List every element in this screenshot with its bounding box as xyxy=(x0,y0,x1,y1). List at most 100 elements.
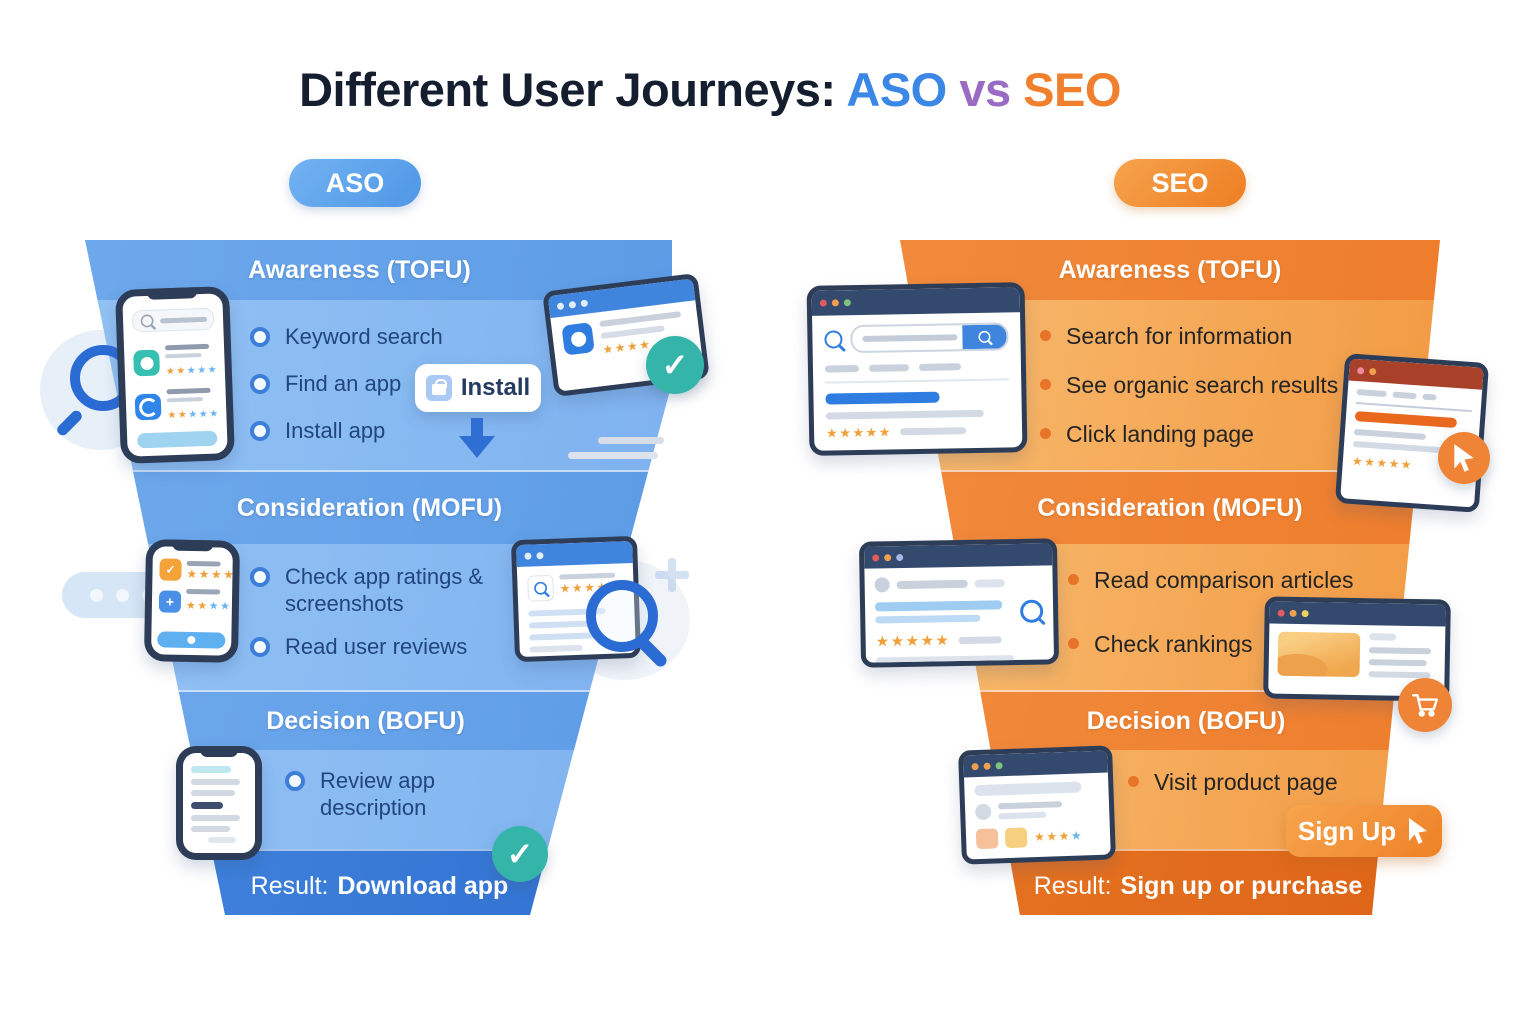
bullet-text: Search for information xyxy=(1066,323,1293,349)
bullet-icon xyxy=(250,567,270,587)
phone-mockup-ratings: ✓ ★★★★ + ★★★★ xyxy=(143,539,241,663)
bullet-text: Click landing page xyxy=(1066,421,1254,448)
stage-heading-text: Consideration (MOFU) xyxy=(1037,493,1303,522)
aso-badge: ASO xyxy=(289,159,421,207)
window-dot-icon xyxy=(524,552,532,560)
thumbnail xyxy=(1004,827,1028,849)
browser-mockup-serp: ★★★★★ xyxy=(806,282,1028,456)
bullet-icon xyxy=(250,327,270,347)
phone-notch xyxy=(146,287,198,300)
text-line xyxy=(825,409,985,420)
phone-mockup-search: ★★★★★ ★★★★★ xyxy=(114,286,236,464)
bullet-icon xyxy=(1040,379,1051,391)
phone-screen: ★★★★★ ★★★★★ xyxy=(122,293,228,457)
app-icon: + xyxy=(158,589,182,613)
decor-sparkle-icon xyxy=(655,558,689,592)
text-line xyxy=(191,790,235,796)
text-line xyxy=(899,427,967,436)
star-rating: ★★★ xyxy=(188,408,220,421)
app-result-row: ★★★★★ xyxy=(133,343,219,381)
sign-up-label: Sign Up xyxy=(1297,815,1397,846)
text-line xyxy=(166,387,211,395)
list-item: Search for information xyxy=(1040,322,1440,350)
stage-heading-text: Decision (BOFU) xyxy=(266,706,465,735)
list-item: Review app description xyxy=(285,768,465,822)
decor-line xyxy=(598,437,664,444)
headline-bar xyxy=(974,781,1082,797)
stage-heading-text: Awareness (TOFU) xyxy=(248,255,471,284)
cart-icon xyxy=(1398,678,1452,732)
text-line xyxy=(875,614,981,624)
search-icon xyxy=(140,314,154,328)
bullet-icon xyxy=(1040,428,1051,440)
star-rating: ★★★ xyxy=(186,364,219,377)
text-line xyxy=(868,364,910,372)
search-input xyxy=(850,322,1009,354)
star-rating: ★★ xyxy=(185,599,209,613)
check-glyph: ✓ xyxy=(661,347,689,383)
bullet-text: Review app description xyxy=(320,768,435,820)
star-rating: ★★ xyxy=(167,409,189,422)
ranking-row xyxy=(874,599,1044,626)
decor-line xyxy=(568,452,658,459)
text-line xyxy=(529,644,583,653)
check-icon: ✓ xyxy=(492,826,548,882)
window-dot-icon xyxy=(843,299,851,307)
seo-stage-decision-heading: Decision (BOFU) xyxy=(916,690,1440,750)
app-logo xyxy=(138,397,158,417)
window-dot-icon xyxy=(1368,367,1377,375)
browser-body xyxy=(1268,623,1445,686)
sign-up-button[interactable]: Sign Up xyxy=(1286,805,1442,857)
text-line xyxy=(998,811,1047,820)
stage-heading-text: Consideration (MOFU) xyxy=(236,493,503,522)
tabs-row xyxy=(1356,389,1473,403)
search-icon xyxy=(978,330,991,343)
text-line xyxy=(997,801,1063,810)
bullet-text: Install app xyxy=(285,417,386,443)
window-dot-icon xyxy=(995,761,1003,769)
text-line xyxy=(875,655,1014,665)
list-item: Read comparison articles xyxy=(1068,566,1440,594)
install-button[interactable]: Install xyxy=(415,364,541,412)
app-logo xyxy=(569,330,587,348)
browser-mockup-product: ★★★★ xyxy=(958,745,1116,865)
bullet-text: Read comparison articles xyxy=(1094,567,1354,593)
browser-body: ★★★★ xyxy=(964,773,1111,858)
result-label: Result: xyxy=(1033,871,1112,900)
organic-result-link xyxy=(825,391,940,405)
window-dot-icon xyxy=(971,762,979,770)
star-rating: ★★ xyxy=(165,365,188,378)
list-item: Check rankings xyxy=(1068,630,1440,658)
text-line xyxy=(599,311,682,328)
phone-screen xyxy=(183,753,255,853)
cart-glyph xyxy=(1411,694,1439,717)
divider xyxy=(1355,402,1472,413)
title-vs: vs xyxy=(959,63,1011,116)
bullet-text: Keyword search xyxy=(285,324,443,349)
text-line xyxy=(874,600,1003,612)
star-rating: ★★★★ xyxy=(186,566,233,582)
text-line xyxy=(1353,428,1426,440)
phone-notch xyxy=(200,746,238,757)
app-result-row: + ★★★★ xyxy=(158,588,231,614)
bullet-text: Find an app xyxy=(285,370,402,396)
app-icon: ✓ xyxy=(159,558,182,581)
window-dot-icon xyxy=(872,553,880,562)
app-result-row: ✓ ★★★★ xyxy=(159,558,233,581)
text-line xyxy=(191,815,241,821)
browser-mockup-comparison: ★★★★★ xyxy=(858,538,1060,668)
aso-stage-decision-heading: Decision (BOFU) xyxy=(85,690,678,750)
image-placeholder xyxy=(1277,631,1361,678)
search-bar xyxy=(131,307,215,333)
stage-heading-text: Awareness (TOFU) xyxy=(1058,255,1282,284)
search-button xyxy=(962,324,1007,350)
app-logo-magnifier xyxy=(533,581,548,595)
tabs-row xyxy=(824,362,1009,373)
rating-row: ★★★★★ xyxy=(826,423,1010,441)
app-icon xyxy=(527,574,555,602)
check-icon: ✓ xyxy=(646,336,704,394)
seo-badge-label: SEO xyxy=(1151,167,1209,198)
text-line xyxy=(974,578,1005,588)
list-item: Keyword search xyxy=(250,324,710,351)
text-line xyxy=(1392,391,1417,400)
